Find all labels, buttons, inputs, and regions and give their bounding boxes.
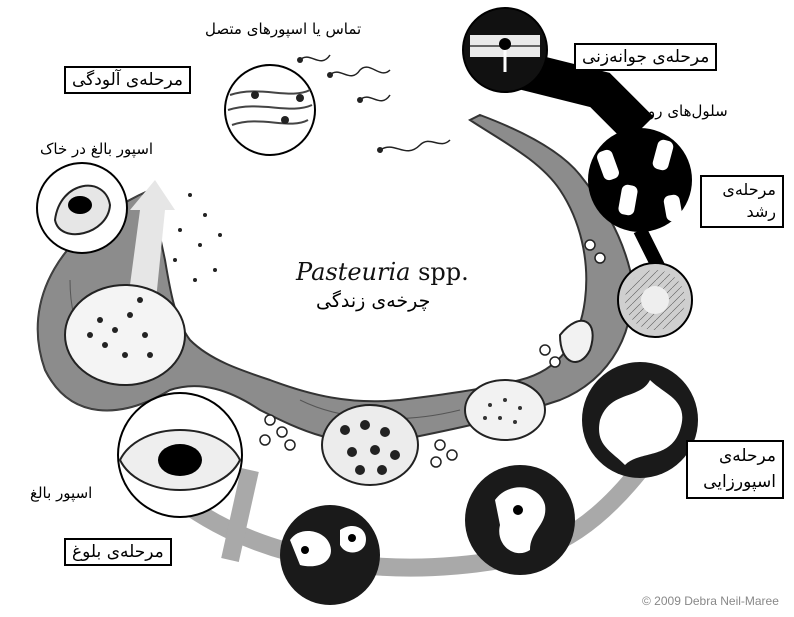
cycle-band-top: [520, 70, 640, 130]
vegetative-cells-label: سلول‌های رویشی: [618, 102, 728, 120]
growth-stage-label: مرحله‌ی رشد: [700, 175, 784, 228]
growth-circle: [618, 263, 692, 337]
infection-stage-label: مرحله‌ی آلودگی: [64, 66, 191, 94]
germination-circle: [463, 8, 547, 92]
maturation-stage-label: مرحله‌ی بلوغ: [64, 538, 172, 566]
infection-circle: [225, 65, 315, 155]
mature-spore-label: اسپور بالغ: [30, 484, 92, 502]
scattered-spores: [173, 193, 222, 282]
diagram-title: Pasteuria spp.: [296, 258, 469, 286]
soil-spore-circle: [37, 163, 127, 253]
sporulation-stage-label: مرحله‌ی اسپورزایی: [686, 440, 784, 499]
sporulation-circle-2: [465, 465, 575, 575]
soil-spore-label: اسپور بالغ در خاک: [40, 140, 153, 158]
sporulation-circle-3: [280, 505, 380, 605]
diagram-subtitle: چرخه‌ی زندگی: [316, 290, 430, 312]
mature-spore-circle: [118, 393, 242, 517]
vegetative-cells-circle: [588, 128, 692, 232]
sporulation-circle-1: [582, 362, 698, 478]
copyright-notice: © 2009 Debra Neil-Maree: [642, 594, 779, 608]
germination-stage-label: مرحله‌ی جوانه‌زنی: [574, 43, 717, 71]
attached-spores-label: تماس یا اسپورهای متصل: [205, 20, 361, 38]
spore-sac-left: [65, 285, 185, 385]
motile-spores: [300, 55, 450, 151]
